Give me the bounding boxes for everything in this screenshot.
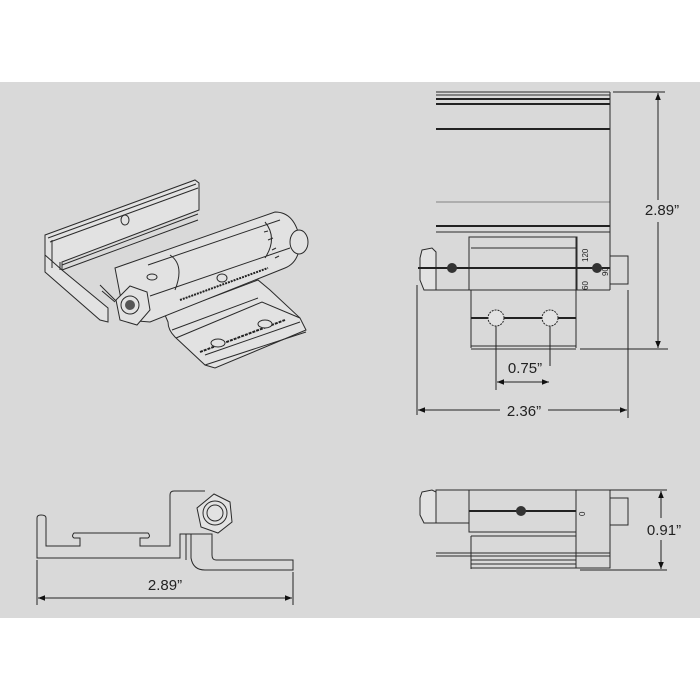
side-view: 2.89” bbox=[36, 490, 294, 605]
dimension-0-75: 0.75” bbox=[495, 326, 551, 390]
hole-spacing-label: 0.75” bbox=[508, 360, 542, 377]
top-view: 120 90 60 2.89” 0.75” 2.36” bbox=[416, 91, 679, 420]
height-dimension-label: 2.89” bbox=[645, 202, 679, 219]
dimension-2-89-horizontal: 2.89” bbox=[36, 560, 294, 605]
pin-knob bbox=[447, 263, 457, 273]
dial-marking-90: 90 bbox=[601, 267, 610, 276]
side-width-dimension-label: 2.89” bbox=[148, 577, 182, 594]
dial-marking-60: 60 bbox=[581, 281, 590, 290]
drawing-panel bbox=[0, 82, 700, 618]
dimension-2-89-vertical: 2.89” bbox=[580, 91, 679, 350]
barrel-top: 120 90 60 bbox=[418, 236, 629, 291]
dial-marking-0: 0 bbox=[578, 511, 587, 516]
barrel bbox=[114, 211, 309, 326]
mounting-hole bbox=[120, 214, 130, 226]
thickness-dimension-label: 0.91” bbox=[647, 522, 681, 539]
end-cap bbox=[609, 255, 629, 285]
pin-knob bbox=[516, 506, 526, 516]
isometric-view bbox=[44, 179, 309, 369]
hex-nut bbox=[419, 489, 437, 524]
mounting-hole bbox=[487, 309, 505, 327]
adjustment-knob bbox=[289, 229, 309, 255]
dimension-2-36: 2.36” bbox=[416, 285, 629, 420]
dimension-0-91: 0.91” bbox=[580, 489, 681, 571]
pin-knob bbox=[592, 263, 602, 273]
back-leaf bbox=[44, 179, 200, 323]
dial-marking-120: 120 bbox=[581, 248, 590, 262]
lower-leaf-top bbox=[470, 290, 577, 350]
width-dimension-label: 2.36” bbox=[507, 403, 541, 420]
end-cap bbox=[609, 497, 629, 526]
mounting-hole bbox=[541, 309, 559, 327]
front-view: 0 0.91” bbox=[419, 489, 681, 571]
